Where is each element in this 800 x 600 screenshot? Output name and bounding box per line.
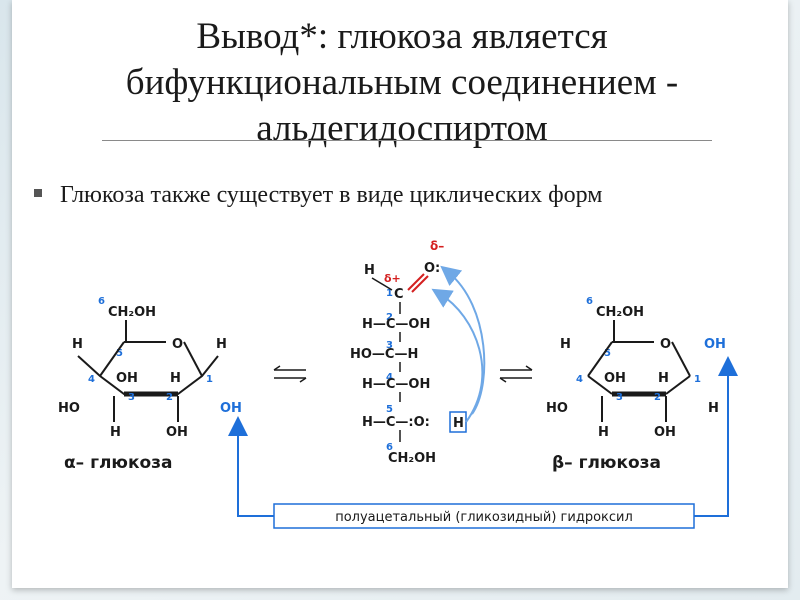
svg-text:H: H	[72, 337, 83, 352]
svg-text:6: 6	[98, 296, 105, 307]
hydroxyl-caption: полуацетальный (гликозидный) гидроксил	[335, 510, 633, 525]
beta-glucose-structure: 6 CH₂OH 5 O H OH 4 1 3 2 OH H HO H H OH	[546, 296, 726, 440]
svg-text:CH₂OH: CH₂OH	[108, 305, 156, 320]
bullet-text: Глюкоза также существует в виде цикличес…	[60, 182, 603, 208]
svg-text:OH: OH	[116, 371, 138, 386]
bullet-item: Глюкоза также существует в виде цикличес…	[34, 180, 774, 210]
glucose-forms-diagram: 6 CH₂OH 5 O H H 4 1 3 2 OH H HO OH H OH	[48, 236, 766, 534]
diagram-svg: 6 CH₂OH 5 O H H 4 1 3 2 OH H HO OH H OH	[58, 239, 738, 529]
svg-text:H: H	[170, 371, 181, 386]
svg-text:C: C	[394, 287, 404, 302]
svg-text:2: 2	[166, 392, 173, 403]
svg-text:H—C—OH: H—C—OH	[362, 317, 430, 332]
svg-text:H: H	[598, 425, 609, 440]
svg-text:H: H	[110, 425, 121, 440]
svg-text:H: H	[560, 337, 571, 352]
svg-text:1: 1	[694, 374, 701, 385]
svg-text:H: H	[453, 416, 464, 431]
equilibrium-arrows-left	[273, 365, 307, 383]
svg-text:5: 5	[386, 404, 393, 415]
svg-text:1: 1	[386, 288, 393, 299]
svg-text:OH: OH	[166, 425, 188, 440]
svg-text:5: 5	[116, 348, 123, 359]
title-divider	[102, 140, 712, 141]
svg-text:6: 6	[386, 442, 393, 453]
svg-text:H: H	[708, 401, 719, 416]
alpha-glucose-structure: 6 CH₂OH 5 O H H 4 1 3 2 OH H HO OH H OH	[58, 296, 242, 440]
svg-text:OH: OH	[604, 371, 626, 386]
title-line-1: Вывод*: глюкоза является	[196, 16, 608, 57]
svg-text:2: 2	[386, 312, 393, 323]
open-chain-glucose-structure: δ– H δ+ O: 1 C 2 H—C—OH 3 HO—C—H 4 H—C—O…	[350, 239, 467, 466]
alpha-glucose-label: α– глюкоза	[64, 453, 173, 473]
svg-text:H—C—:O:: H—C—:O:	[362, 415, 430, 430]
delta-plus-label: δ+	[384, 272, 401, 285]
bullet-square-icon	[34, 189, 42, 198]
svg-text:CH₂OH: CH₂OH	[388, 451, 436, 466]
svg-text:O: O	[172, 337, 183, 352]
svg-text:OH: OH	[220, 401, 242, 416]
equilibrium-arrows-right	[499, 365, 533, 383]
beta-glucose-label: β– глюкоза	[552, 453, 661, 473]
svg-text:HO: HO	[58, 401, 80, 416]
svg-text:H: H	[658, 371, 669, 386]
hydroxyl-caption-box	[273, 503, 695, 529]
svg-text:H—C—OH: H—C—OH	[362, 377, 430, 392]
delta-minus-label: δ–	[430, 239, 444, 253]
svg-text:OH: OH	[704, 337, 726, 352]
svg-text:HO—C—H: HO—C—H	[350, 347, 418, 362]
nucleophilic-attack-arrows	[431, 265, 486, 423]
svg-text:H: H	[364, 263, 375, 278]
svg-text:3: 3	[128, 392, 135, 403]
svg-text:HO: HO	[546, 401, 568, 416]
svg-text:2: 2	[654, 392, 661, 403]
svg-text:H: H	[216, 337, 227, 352]
svg-text:3: 3	[386, 340, 393, 351]
svg-text:4: 4	[576, 374, 583, 385]
svg-text:5: 5	[604, 348, 611, 359]
svg-text:4: 4	[386, 372, 393, 383]
svg-text:3: 3	[616, 392, 623, 403]
slide-title: Вывод*: глюкоза является бифункциональны…	[52, 14, 752, 152]
hydroxyl-pointer-lines	[228, 356, 738, 517]
svg-text:4: 4	[88, 374, 95, 385]
svg-text:1: 1	[206, 374, 213, 385]
svg-text:O: O	[660, 337, 671, 352]
svg-text:OH: OH	[654, 425, 676, 440]
title-line-3: альдегидоспиртом	[256, 108, 548, 149]
svg-text:O:: O:	[424, 261, 440, 276]
title-line-2: бифункциональным соединением -	[125, 62, 679, 103]
svg-text:CH₂OH: CH₂OH	[596, 305, 644, 320]
svg-text:6: 6	[586, 296, 593, 307]
